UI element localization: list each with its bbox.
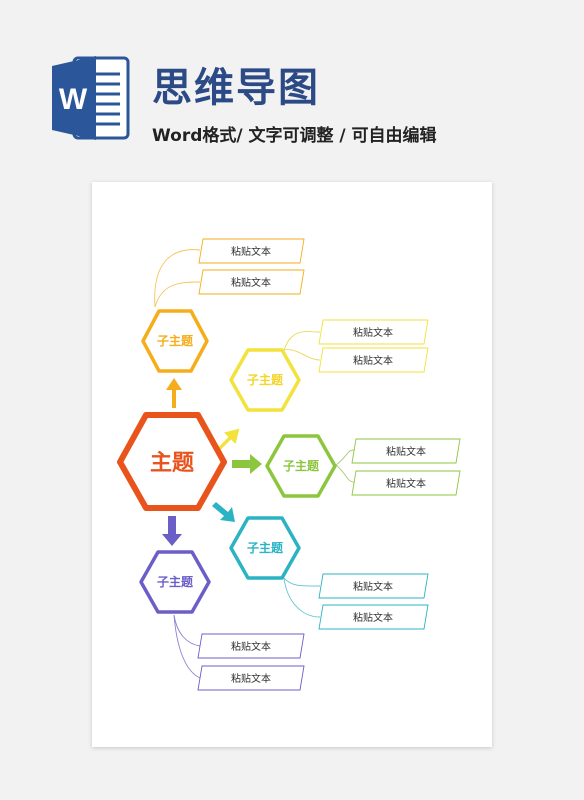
- subtopic-lower-right[interactable]: 子主题: [229, 516, 301, 580]
- note-lower-right-2[interactable]: 粘贴文本: [318, 604, 429, 630]
- subtopic-upper-right-label: 子主题: [247, 372, 284, 387]
- note-upper-right-2[interactable]: 粘贴文本: [318, 347, 429, 373]
- subtopic-lower-right-label: 子主题: [247, 540, 284, 555]
- arrow-to-bottom: [162, 516, 182, 546]
- mindmap-canvas: 主题 子主题 粘贴文本 粘贴文本 子主题 粘贴文本 粘贴文本: [117, 238, 461, 691]
- note-right-2-text: 粘贴文本: [386, 477, 426, 490]
- arrow-to-right: [232, 454, 262, 474]
- page-title: 思维导图: [152, 65, 320, 111]
- note-top-1[interactable]: 粘贴文本: [198, 238, 305, 264]
- word-icon: W: [52, 56, 130, 140]
- note-bottom-1-text: 粘贴文本: [231, 640, 271, 653]
- note-lower-right-1[interactable]: 粘贴文本: [318, 573, 429, 599]
- note-lower-right-1-text: 粘贴文本: [353, 580, 393, 593]
- page-subtitle: Word格式/ 文字可调整 / 可自由编辑: [152, 126, 437, 146]
- note-right-2[interactable]: 粘贴文本: [351, 470, 461, 496]
- main-topic-node[interactable]: 主题: [117, 412, 227, 511]
- word-icon-letter: W: [59, 83, 88, 116]
- connectors: [154, 249, 355, 679]
- note-bottom-1[interactable]: 粘贴文本: [197, 633, 305, 659]
- subtopic-upper-right[interactable]: 子主题: [229, 348, 301, 412]
- note-top-2-text: 粘贴文本: [231, 276, 271, 289]
- note-bottom-2-text: 粘贴文本: [231, 672, 271, 685]
- subtopic-bottom-label: 子主题: [157, 574, 194, 589]
- mindmap-paper: 主题 子主题 粘贴文本 粘贴文本 子主题 粘贴文本 粘贴文本: [92, 182, 492, 747]
- main-topic-label: 主题: [150, 451, 195, 476]
- note-upper-right-1[interactable]: 粘贴文本: [318, 319, 429, 345]
- subtopic-bottom[interactable]: 子主题: [139, 550, 211, 614]
- note-right-1[interactable]: 粘贴文本: [351, 438, 461, 464]
- subtopic-right[interactable]: 子主题: [265, 434, 337, 498]
- note-right-1-text: 粘贴文本: [386, 445, 426, 458]
- note-top-1-text: 粘贴文本: [231, 245, 271, 258]
- note-bottom-2[interactable]: 粘贴文本: [197, 665, 305, 691]
- note-upper-right-2-text: 粘贴文本: [353, 354, 393, 367]
- note-top-2[interactable]: 粘贴文本: [198, 269, 305, 295]
- arrow-to-lower-right: [212, 502, 235, 522]
- subtopic-top-label: 子主题: [157, 333, 194, 348]
- subtopic-right-label: 子主题: [283, 458, 320, 473]
- note-lower-right-2-text: 粘贴文本: [353, 611, 393, 624]
- note-upper-right-1-text: 粘贴文本: [353, 326, 393, 339]
- arrow-to-top: [166, 378, 182, 408]
- header: W 思维导图 Word格式/ 文字可调整 / 可自由编辑: [0, 0, 584, 170]
- arrow-to-upper-right: [215, 428, 240, 453]
- subtopic-top[interactable]: 子主题: [141, 309, 209, 373]
